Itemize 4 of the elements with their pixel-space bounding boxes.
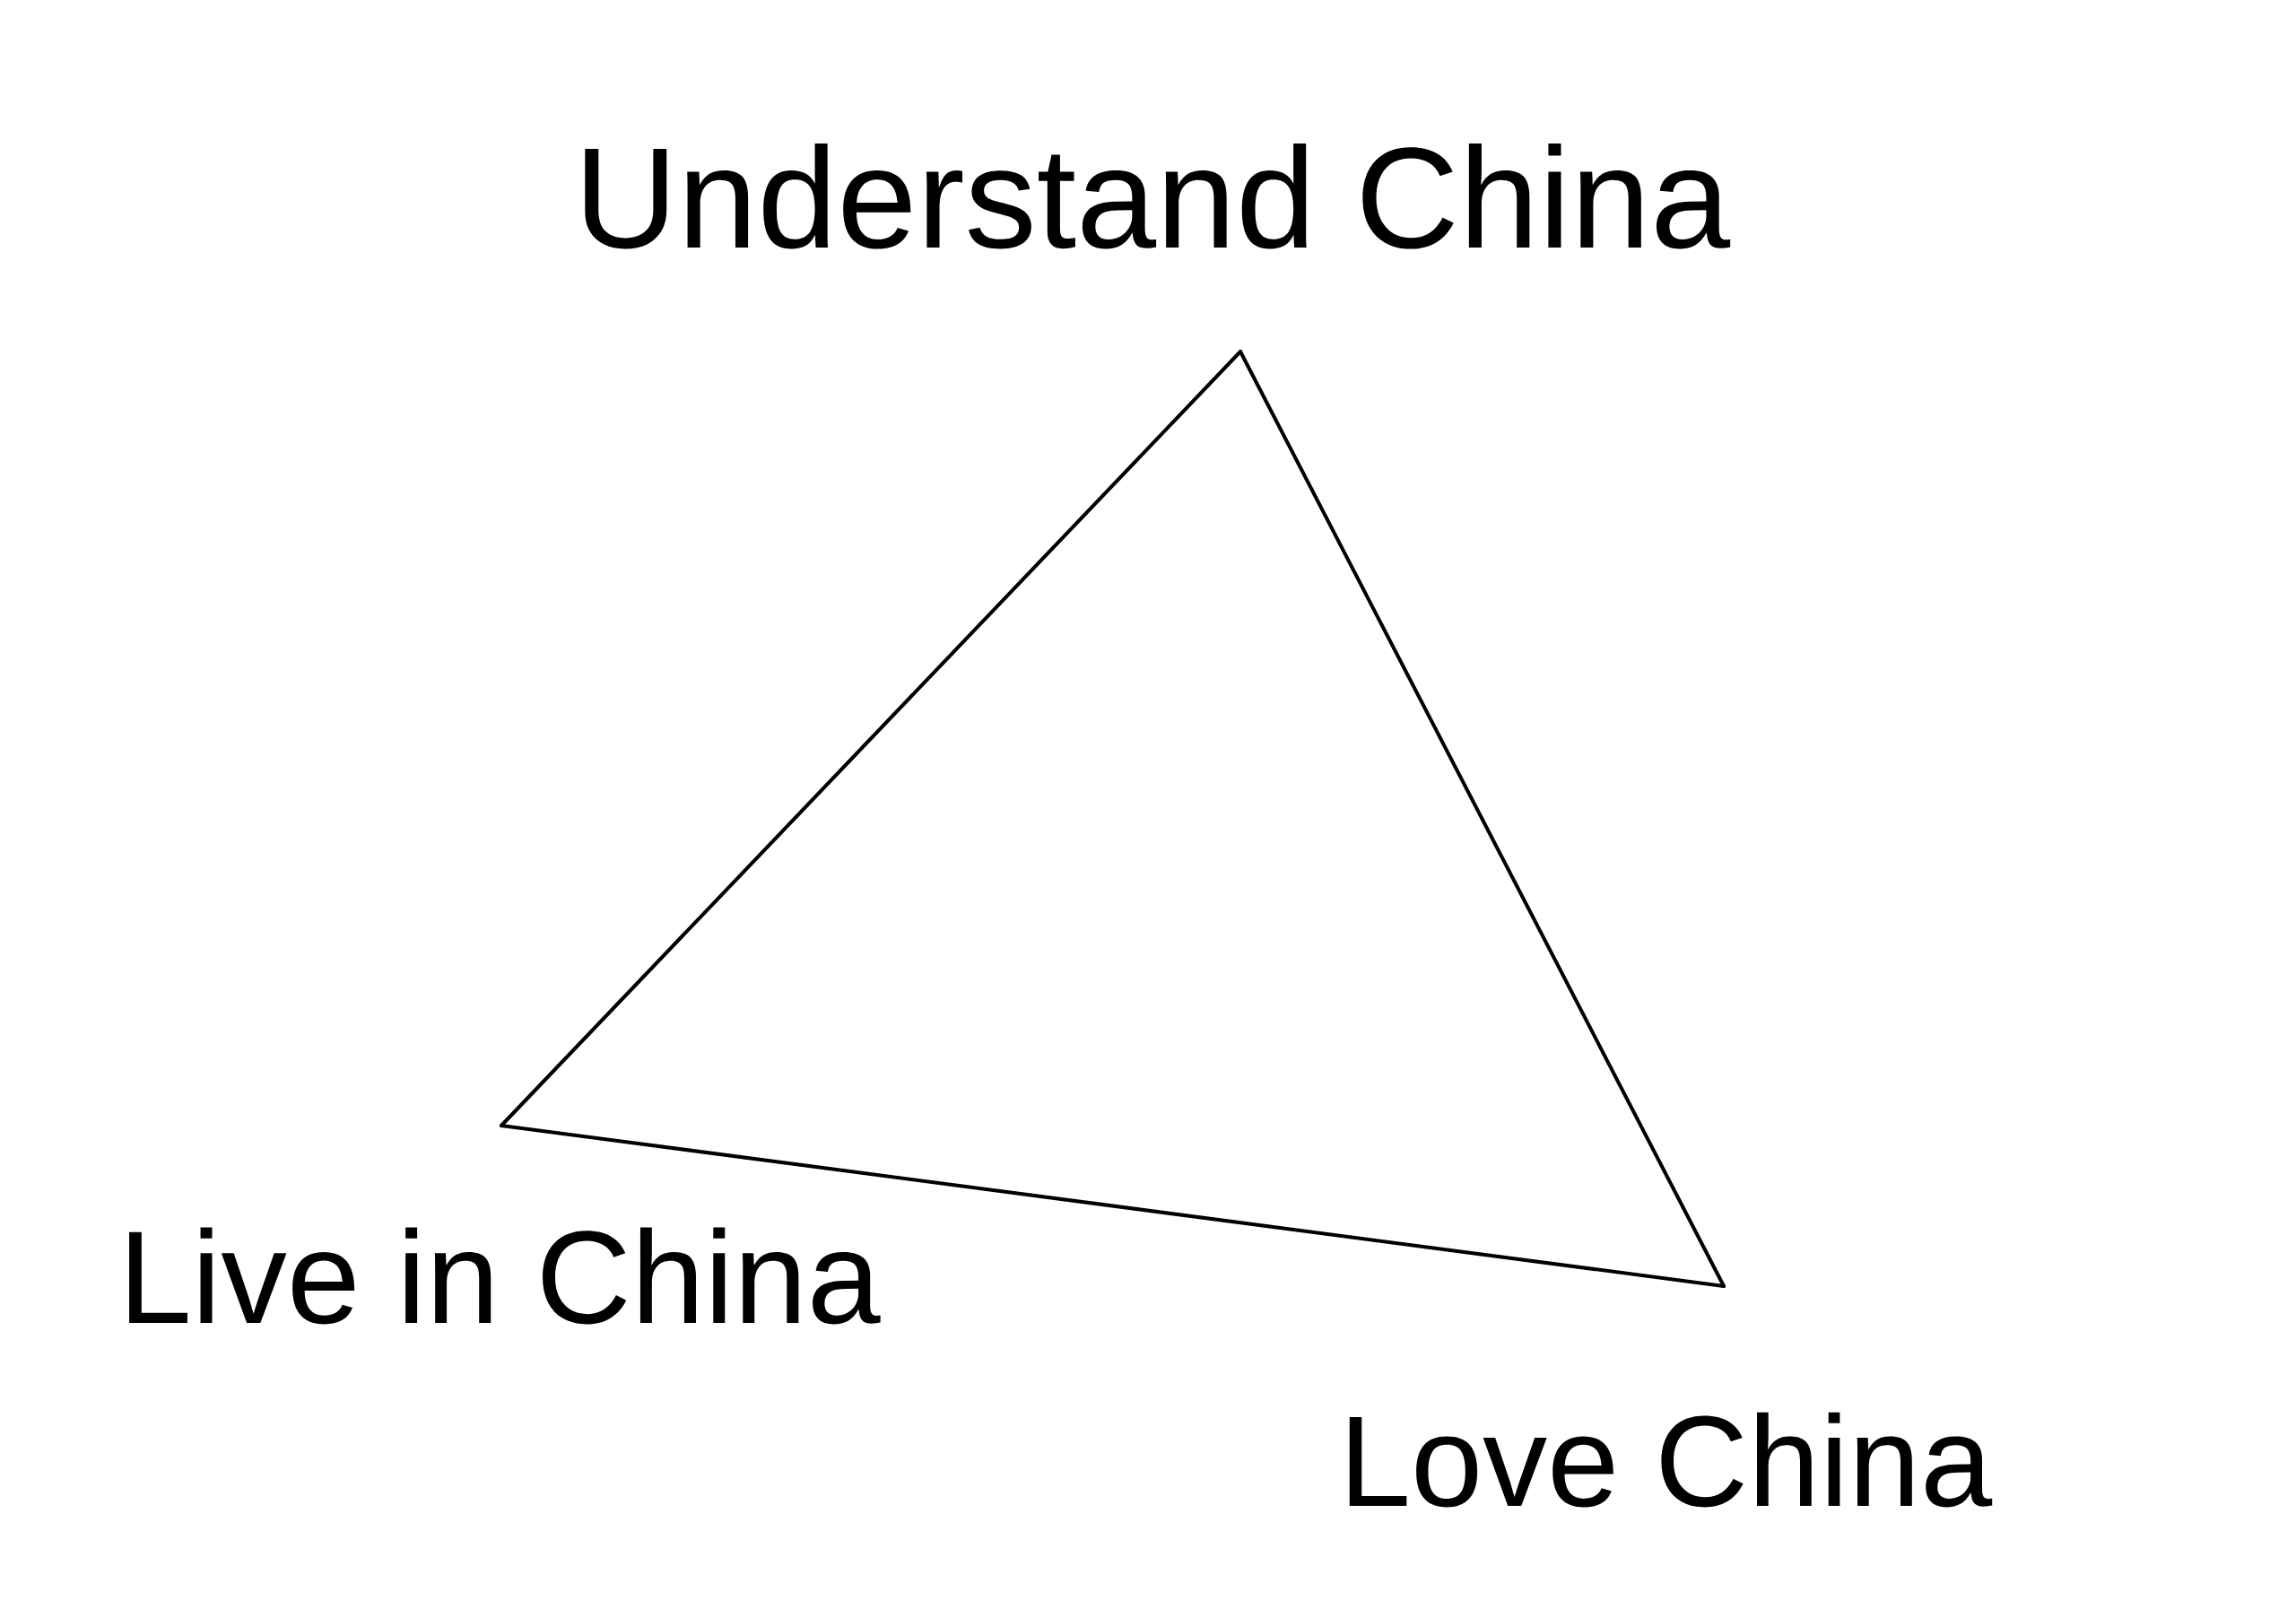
vertex-label: Live in China — [129, 1227, 881, 1325]
triangle-side — [1239, 349, 1726, 1288]
vertex-label: Understand China — [585, 144, 1731, 249]
vertex-label: Love China — [1349, 1412, 1993, 1508]
